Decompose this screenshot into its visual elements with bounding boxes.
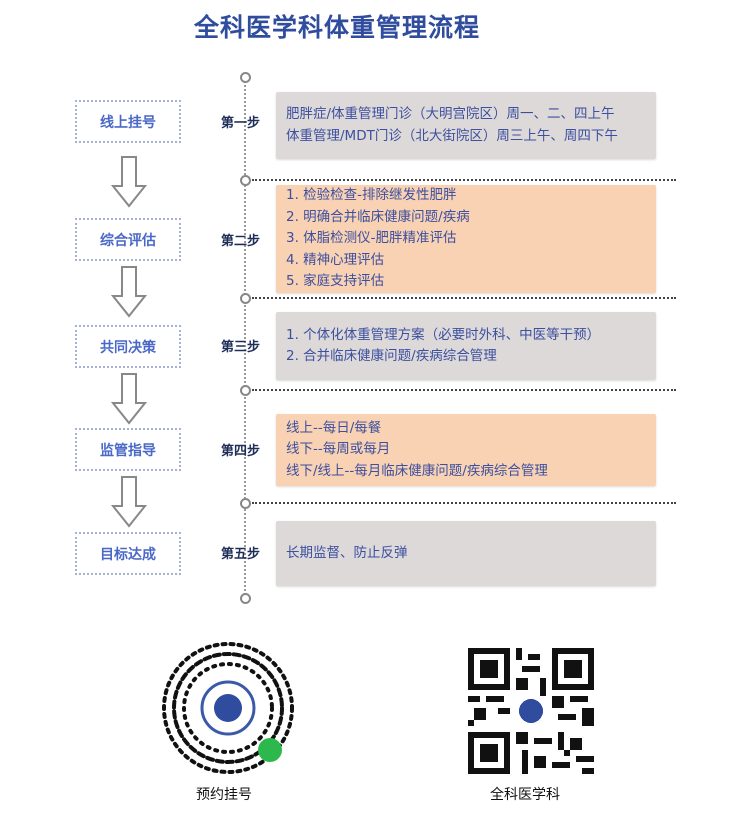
step-5-content: 长期监督、防止反弹 [276,521,656,586]
flow-box-assess: 综合评估 [75,218,181,261]
flow-box-supervise: 监管指导 [75,428,181,471]
content-line: 1. 个体化体重管理方案（必要时外科、中医等干预） [286,326,601,343]
divider [252,297,676,299]
page-title: 全科医学科体重管理流程 [193,13,480,42]
content-line: 2. 明确合并临床健康问题/疾病 [286,208,470,225]
content-line: 肥胖症/体重管理门诊（大明宫院区）周一、二、四上午 [286,106,615,122]
step-2-content: 1. 检验检查-排除继发性肥胖 2. 明确合并临床健康问题/疾病 3. 体脂检测… [276,185,656,293]
mini-program-code-icon[interactable] [160,640,296,776]
step-label-3: 第三步 [221,340,261,355]
content-line: 线下/线上--每月临床健康问题/疾病综合管理 [286,462,548,479]
divider [252,502,676,504]
step-label-4: 第四步 [221,444,261,459]
flow-box-register: 线上挂号 [75,100,181,143]
step-label-1: 第一步 [221,116,261,131]
flow-box-goal: 目标达成 [75,532,181,575]
timeline-node [240,498,251,509]
divider [252,389,676,391]
timeline-node [240,593,251,604]
qr-caption-department: 全科医学科 [490,787,560,803]
content-line: 1. 检验检查-排除继发性肥胖 [286,187,457,204]
down-arrow-icon [111,266,147,318]
qr-code-icon[interactable] [468,648,594,774]
content-line: 4. 精神心理评估 [286,251,385,268]
timeline-node [240,72,251,83]
step-label-2: 第二步 [221,234,261,249]
down-arrow-icon [111,373,147,425]
down-arrow-icon [111,476,147,528]
timeline-line [244,77,246,599]
timeline-node [240,293,251,304]
step-1-content: 肥胖症/体重管理门诊（大明宫院区）周一、二、四上午 体重管理/MDT门诊（北大街… [276,92,656,159]
content-line: 3. 体脂检测仪-肥胖精准评估 [286,230,457,247]
timeline-node [240,175,251,186]
divider [252,179,676,181]
flow-box-decide: 共同决策 [75,325,181,368]
content-line: 5. 家庭支持评估 [286,273,385,290]
content-line: 2. 合并临床健康问题/疾病综合管理 [286,348,497,364]
step-4-content: 线上--每日/每餐 线下--每周或每月 线下/线上--每月临床健康问题/疾病综合… [276,414,656,486]
content-line: 线下--每周或每月 [286,441,391,458]
step-3-content: 1. 个体化体重管理方案（必要时外科、中医等干预） 2. 合并临床健康问题/疾病… [276,312,656,380]
content-line: 线上--每日/每餐 [286,419,382,436]
content-line: 体重管理/MDT门诊（北大街院区）周三上午、周四下午 [286,127,618,144]
timeline-node [240,385,251,396]
down-arrow-icon [111,156,147,208]
content-line: 长期监督、防止反弹 [286,544,408,561]
qr-caption-appointment: 预约挂号 [196,787,252,803]
step-label-5: 第五步 [221,547,261,562]
